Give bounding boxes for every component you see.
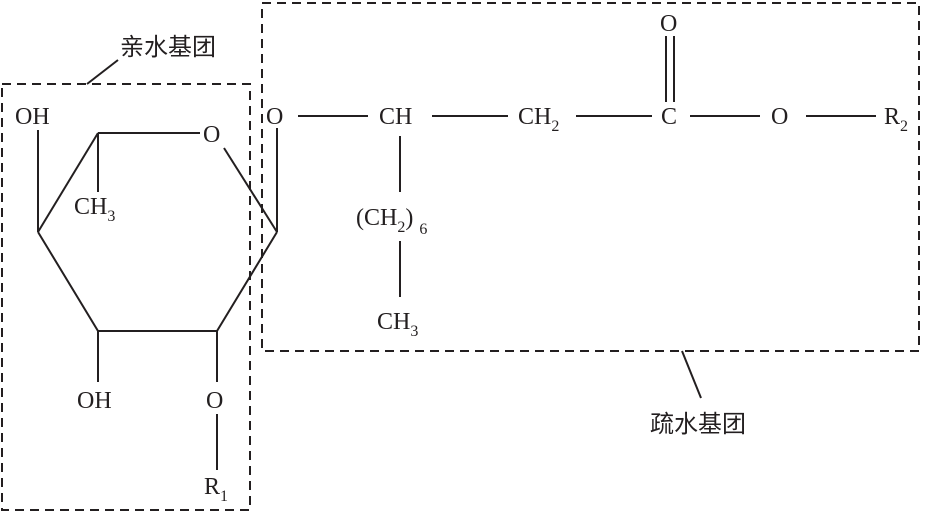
carbonyl-oxygen-label: O <box>660 11 677 37</box>
hydrophobic-group-box <box>261 2 920 352</box>
ring-oxygen-label: O <box>203 122 220 148</box>
glycoside-oxygen-label: O <box>266 104 283 130</box>
terminal-methyl-label: CH3 <box>377 309 418 340</box>
oh-bottom-label: OH <box>77 388 112 414</box>
side-chain-label: (CH2)6 <box>356 205 427 238</box>
hydrophobic-chain-bonds <box>298 36 876 297</box>
hydrophilic-group-box <box>1 83 251 511</box>
oh-top-label: OH <box>15 104 50 130</box>
r1-label: R1 <box>204 474 228 505</box>
r2-label: R2 <box>884 104 908 135</box>
ch-label: CH <box>379 104 412 130</box>
carbonyl-carbon-label: C <box>661 104 677 130</box>
ether-oxygen-label: O <box>206 388 223 414</box>
hydrophilic-group-label: 亲水基团 <box>120 33 216 61</box>
bond-ring-o-c1 <box>223 147 278 233</box>
hydrophilic-leader-line <box>86 59 119 85</box>
bond-c1-c2 <box>216 231 278 332</box>
bond-c4-c5 <box>37 132 99 233</box>
sugar-ring-bonds <box>37 128 278 470</box>
ester-oxygen-label: O <box>771 104 788 130</box>
hydrophobic-group-label: 疏水基团 <box>650 410 746 438</box>
methyl-label: CH3 <box>74 194 115 225</box>
ch2-label: CH2 <box>518 104 559 135</box>
bond-c3-c4 <box>37 231 99 332</box>
hydrophobic-leader-line <box>681 350 702 399</box>
